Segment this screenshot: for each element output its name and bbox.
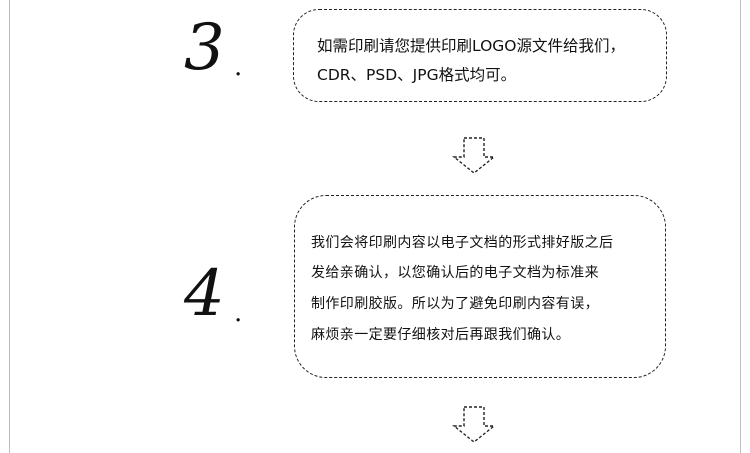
step-4-text-line: 制作印刷胶版。所以为了避免印刷内容有误， <box>311 296 599 312</box>
dashed-down-arrow-icon <box>452 406 496 444</box>
step-number-dot: . <box>234 298 243 328</box>
step-4-text-line: 我们会将印刷内容以电子文档的形式排好版之后 <box>311 235 614 251</box>
step-3-text-line: CDR、PSD、JPG格式均可。 <box>317 66 517 84</box>
step-4-speech-bubble: 我们会将印刷内容以电子文档的形式排好版之后 发给亲确认，以您确认后的电子文档为标… <box>294 195 666 378</box>
step-3-speech-bubble: 如需印刷请您提供印刷LOGO源文件给我们， CDR、PSD、JPG格式均可。 <box>293 9 667 102</box>
dashed-down-arrow-icon <box>452 137 496 175</box>
step-number-dot: . <box>234 52 243 82</box>
step-number: 3 <box>184 11 225 85</box>
step-4-text-line: 发给亲确认，以您确认后的电子文档为标准来 <box>311 265 599 281</box>
step-3-text-line: 如需印刷请您提供印刷LOGO源文件给我们， <box>317 37 625 55</box>
right-border <box>740 0 741 453</box>
left-border <box>9 0 10 453</box>
step-4-text-line: 麻烦亲一定要仔细核对后再跟我们确认。 <box>311 327 571 343</box>
step-number: 4 <box>184 257 225 331</box>
